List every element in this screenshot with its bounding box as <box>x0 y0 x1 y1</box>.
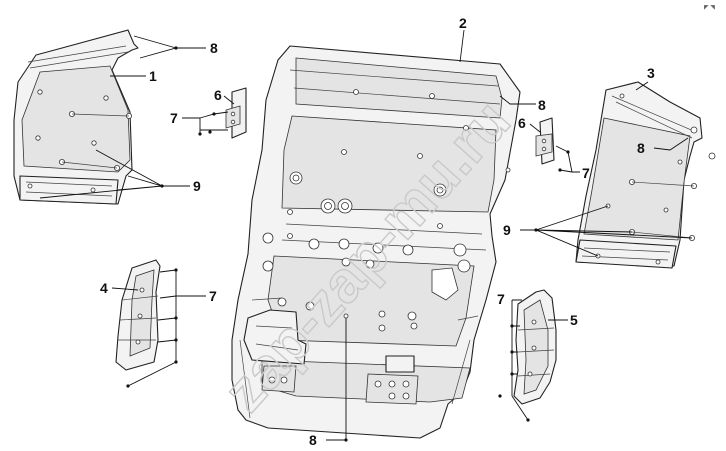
callout-5: 5 <box>570 312 578 328</box>
callout-7-right-upper: 7 <box>582 165 590 181</box>
part-3-right-panel <box>575 81 716 269</box>
callout-1: 1 <box>149 68 157 84</box>
callout-labels: 1 2 3 4 5 6 6 7 7 7 7 8 8 8 8 9 9 <box>100 15 655 448</box>
callout-7-left-bracket: 7 <box>209 288 217 304</box>
callout-8-bottom: 8 <box>309 432 317 448</box>
callout-8-top-left: 8 <box>210 40 218 56</box>
callout-7-left-upper: 7 <box>170 110 178 126</box>
callout-6-left: 6 <box>214 87 222 103</box>
part-2-center-tub <box>231 45 521 439</box>
part-6-left-hinge <box>225 87 247 139</box>
corner-mark: ◤ ◥ <box>704 5 715 11</box>
callout-8-center: 8 <box>538 97 546 113</box>
callout-7-right-bracket: 7 <box>497 291 505 307</box>
leader-lines <box>39 29 693 442</box>
callout-2: 2 <box>459 15 467 31</box>
callout-6-right: 6 <box>518 115 526 131</box>
part-5-right-bracket <box>513 289 557 405</box>
callout-8-right-panel: 8 <box>637 140 645 156</box>
callout-9-right-panel: 9 <box>503 222 511 238</box>
part-6-right-hinge <box>535 117 555 165</box>
callout-3: 3 <box>647 65 655 81</box>
callout-9-left-panel: 9 <box>193 178 201 194</box>
part-4-left-bracket <box>115 259 161 371</box>
callout-4: 4 <box>100 280 108 296</box>
part-1-left-panel <box>13 29 139 205</box>
